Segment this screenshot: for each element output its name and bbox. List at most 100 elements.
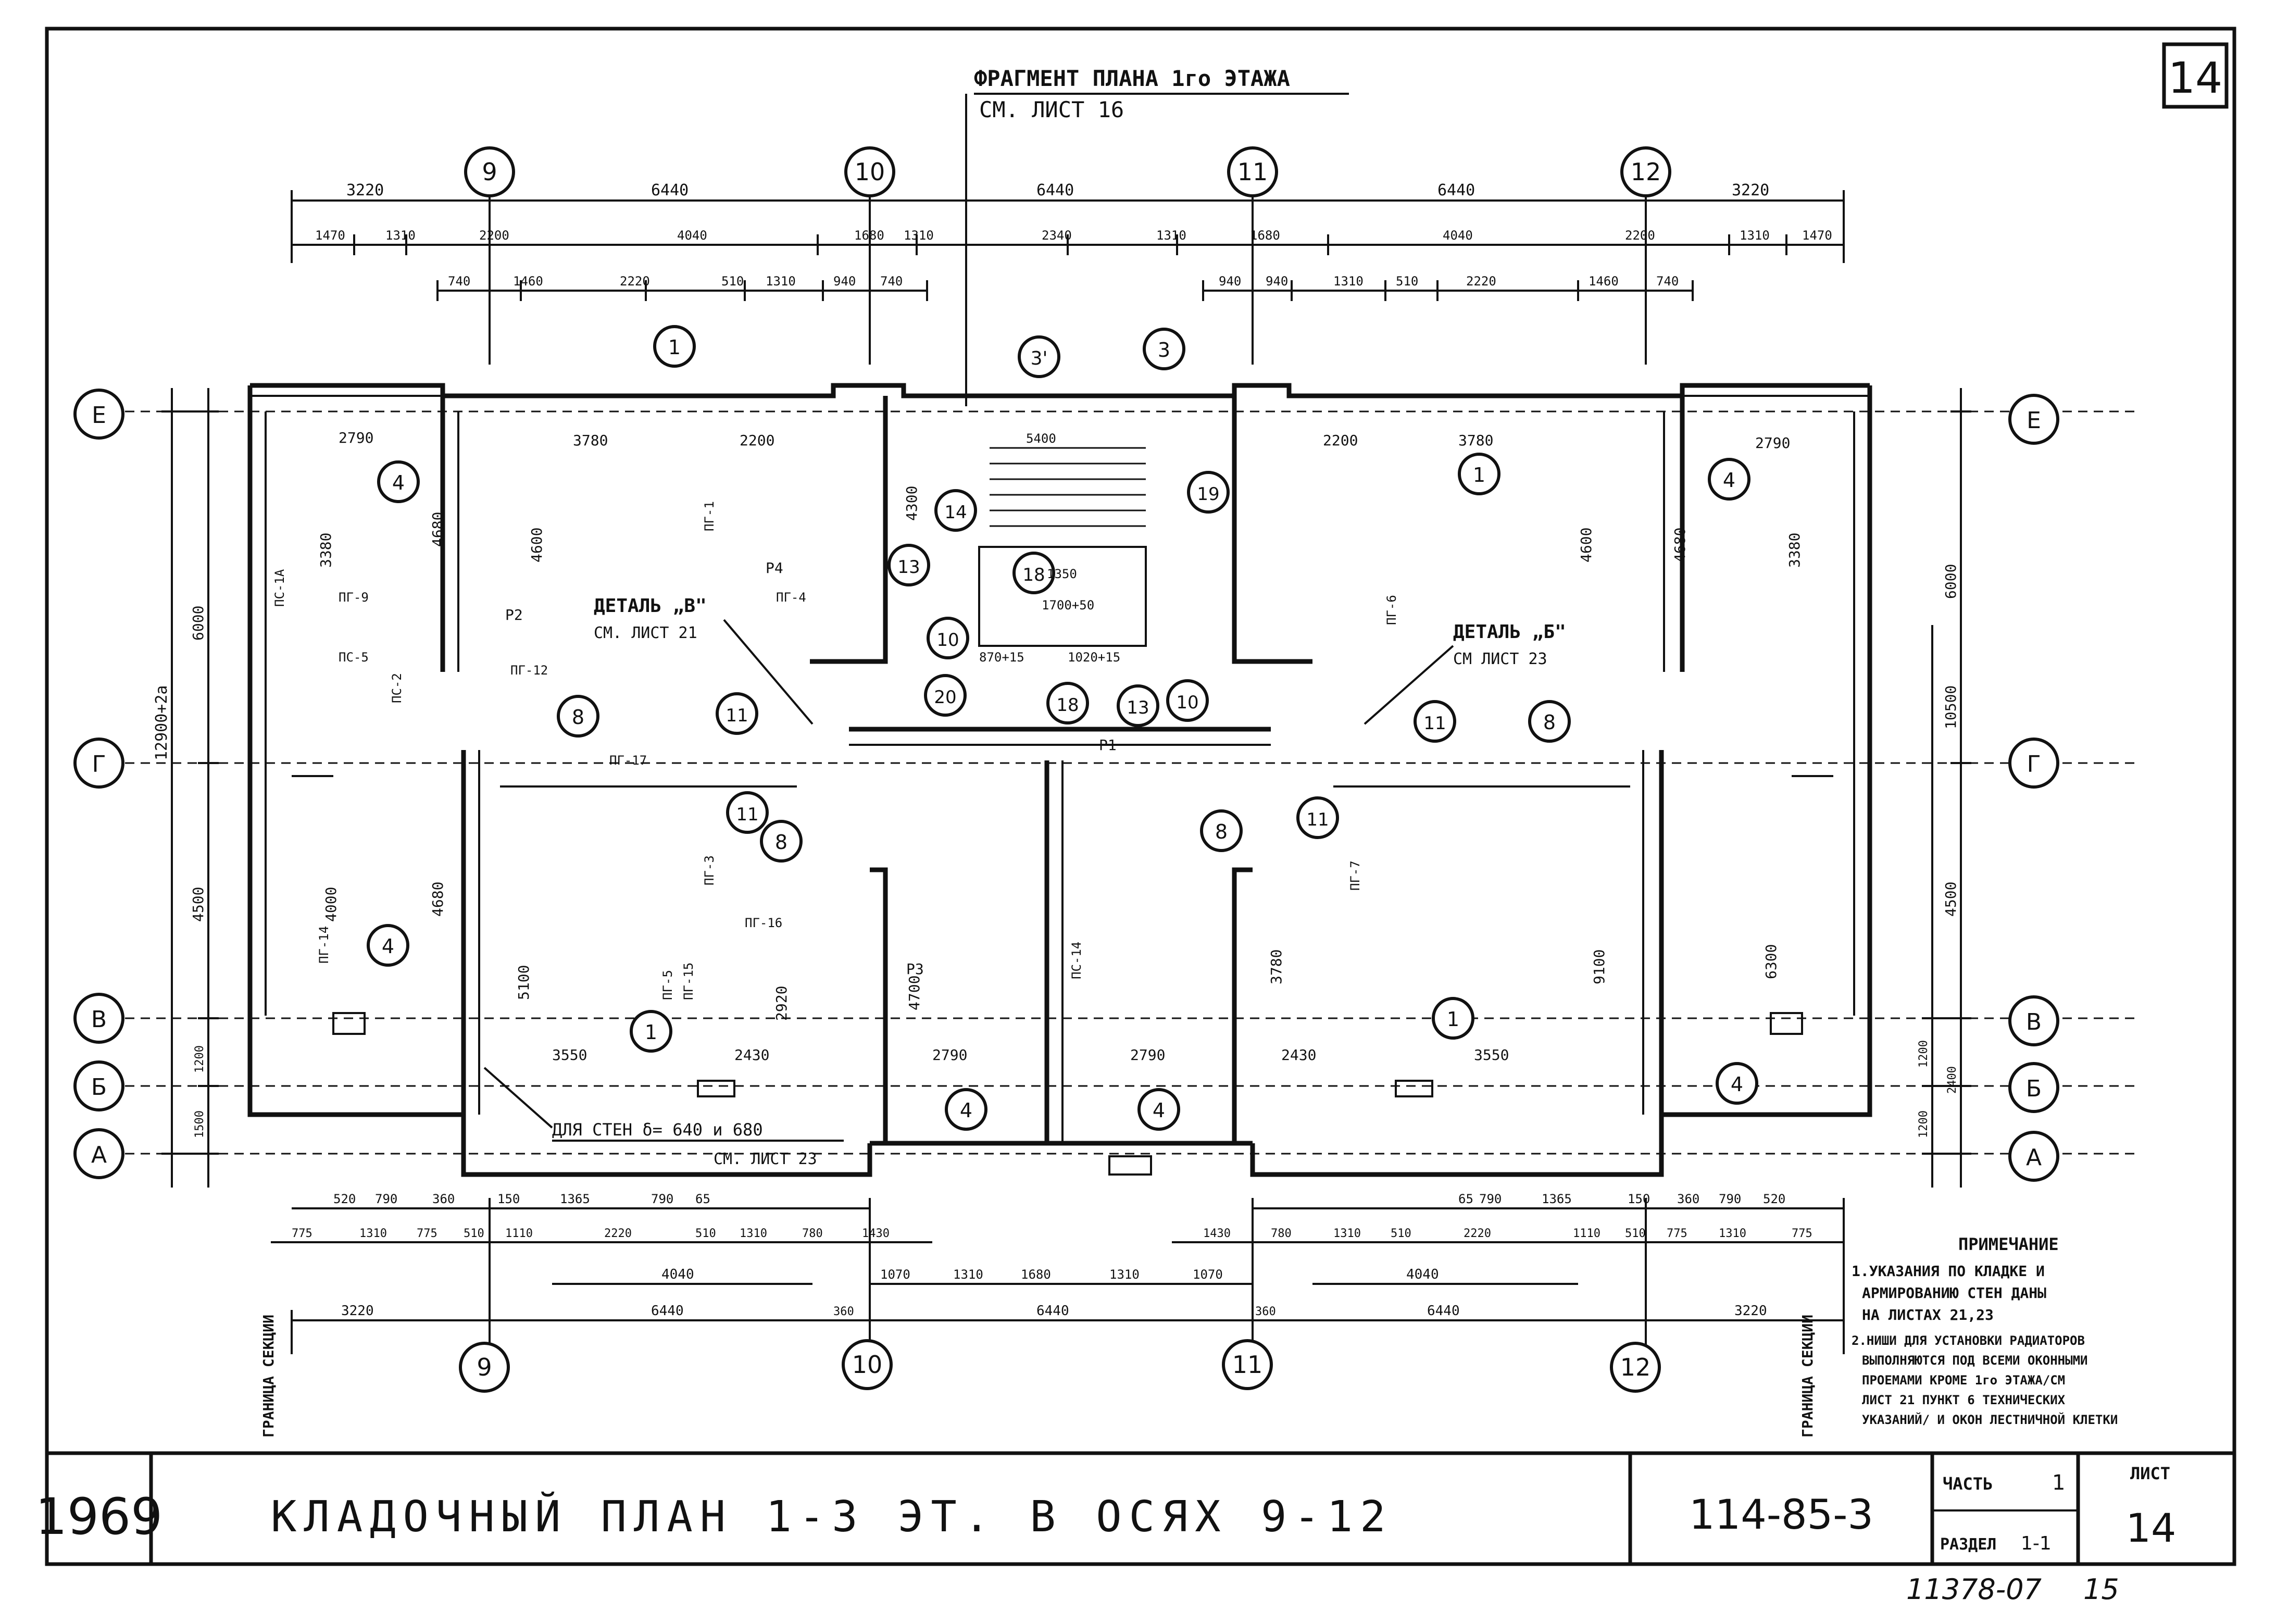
svg-text:Р4: Р4	[766, 559, 783, 577]
svg-text:520: 520	[1763, 1192, 1785, 1206]
svg-text:19: 19	[1197, 484, 1219, 505]
svg-text:6440: 6440	[1437, 181, 1475, 199]
axis-bubble-B-left	[73, 1060, 124, 1111]
svg-text:2790: 2790	[1755, 434, 1790, 452]
svg-text:1350: 1350	[1047, 567, 1077, 581]
axis-bubble-V-right	[2008, 995, 2059, 1046]
svg-text:Р3: Р3	[906, 960, 924, 978]
axis-bubble-12-bottom	[1610, 1342, 1661, 1393]
svg-text:А: А	[91, 1142, 107, 1168]
svg-text:510: 510	[695, 1227, 716, 1240]
svg-text:Р2: Р2	[505, 606, 523, 623]
svg-text:4: 4	[1723, 469, 1735, 492]
axis-bubble-A-left	[73, 1128, 124, 1179]
svg-text:4040: 4040	[661, 1267, 694, 1282]
svg-text:ПГ-6: ПГ-6	[1384, 595, 1399, 625]
svg-text:3380: 3380	[1786, 533, 1803, 568]
svg-text:1: 1	[1447, 1008, 1459, 1031]
svg-text:ВЫПОЛНЯЮТСЯ ПОД ВСЕМИ ОКОННЫМИ: ВЫПОЛНЯЮТСЯ ПОД ВСЕМИ ОКОННЫМИ	[1862, 1353, 2087, 1368]
svg-text:3': 3'	[1031, 348, 1048, 369]
svg-text:11: 11	[1237, 158, 1268, 186]
svg-text:11: 11	[1306, 809, 1329, 830]
axis-bubble-11-top	[1227, 146, 1278, 197]
detail-b-ref: СМ ЛИСТ 23	[1453, 650, 1547, 668]
svg-text:4300: 4300	[903, 486, 920, 521]
svg-text:1680: 1680	[1021, 1267, 1051, 1282]
svg-text:775: 775	[1667, 1227, 1687, 1240]
axis-bubble-E-right	[2008, 394, 2059, 445]
svg-text:4600: 4600	[528, 528, 545, 563]
bottom-dimension-chains: 520 790 360 150 1365 790 65 65 790 1365 …	[271, 1192, 1845, 1354]
svg-text:2220: 2220	[604, 1227, 632, 1240]
svg-text:6440: 6440	[1036, 181, 1074, 199]
notes-block: ПРИМЕЧАНИЕ 1.УКАЗАНИЯ ПО КЛАДКЕ И АРМИРО…	[1852, 1234, 2118, 1427]
axis-bubble-9-top	[464, 146, 515, 197]
svg-text:12: 12	[1631, 158, 1661, 186]
svg-text:Г: Г	[92, 751, 106, 778]
stair-dimensions: 5400 1700+50 1350 870+15 1020+15	[979, 431, 1120, 665]
svg-text:740: 740	[448, 274, 470, 289]
svg-text:775: 775	[1792, 1227, 1812, 1240]
svg-text:2220: 2220	[620, 274, 650, 289]
svg-text:780: 780	[802, 1227, 823, 1240]
svg-text:1365: 1365	[1542, 1192, 1572, 1206]
svg-text:6000: 6000	[190, 606, 207, 641]
svg-text:2340: 2340	[1042, 228, 1072, 243]
svg-text:2200: 2200	[740, 432, 774, 449]
svg-text:1200: 1200	[1917, 1110, 1930, 1138]
svg-text:ПРОЕМАМИ КРОМЕ 1го ЭТАЖА/СМ: ПРОЕМАМИ КРОМЕ 1го ЭТАЖА/СМ	[1862, 1373, 2065, 1388]
svg-text:1110: 1110	[1573, 1227, 1600, 1240]
svg-text:Б: Б	[2026, 1076, 2042, 1102]
svg-text:775: 775	[292, 1227, 312, 1240]
svg-text:2790: 2790	[1130, 1046, 1165, 1064]
doc-code: 114-85-3	[1689, 1492, 1873, 1539]
svg-text:1200: 1200	[193, 1045, 206, 1073]
svg-text:1310: 1310	[740, 1227, 767, 1240]
svg-text:ПГ-1: ПГ-1	[702, 501, 717, 531]
svg-text:4: 4	[1153, 1099, 1165, 1122]
svg-text:4040: 4040	[1406, 1267, 1439, 1282]
svg-text:ПС-2: ПС-2	[390, 673, 404, 703]
top-dimension-chains: 3220 6440 6440 6440 3220 1470 1310 2200 …	[291, 181, 1845, 365]
svg-text:360: 360	[432, 1192, 455, 1206]
axis-bubble-11-bottom	[1222, 1339, 1273, 1390]
svg-text:1: 1	[668, 336, 681, 359]
wall-note-leader	[483, 1067, 553, 1129]
axis-bubble-B-right	[2008, 1062, 2059, 1113]
svg-text:13: 13	[897, 557, 920, 578]
svg-text:10: 10	[852, 1351, 883, 1379]
svg-text:4: 4	[392, 471, 405, 494]
svg-text:1110: 1110	[505, 1227, 533, 1240]
axis-bubble-9-bottom	[459, 1342, 510, 1393]
svg-text:14: 14	[944, 502, 967, 523]
svg-text:Г: Г	[2027, 751, 2041, 778]
svg-text:65: 65	[695, 1192, 710, 1206]
svg-text:13: 13	[1127, 697, 1149, 718]
svg-text:790: 790	[1479, 1192, 1502, 1206]
svg-text:520: 520	[333, 1192, 356, 1206]
svg-text:ПГ-16: ПГ-16	[745, 916, 782, 930]
svg-text:18: 18	[1056, 695, 1079, 716]
section-border-left: ГРАНИЦА СЕКЦИИ	[260, 1315, 277, 1438]
svg-text:ПС-1А: ПС-1А	[272, 569, 287, 607]
fragment-ref: СМ. ЛИСТ 16	[979, 97, 1124, 122]
svg-text:1310: 1310	[904, 228, 934, 243]
svg-text:1020+15: 1020+15	[1068, 650, 1120, 665]
svg-text:Е: Е	[92, 402, 106, 429]
svg-text:2200: 2200	[1625, 228, 1655, 243]
svg-text:4000: 4000	[322, 887, 340, 922]
title-block: 1969 КЛАДОЧНЫЙ ПЛАН 1-3 ЭТ. В ОСЯХ 9-12 …	[35, 1451, 2234, 1564]
svg-text:4500: 4500	[1942, 882, 1959, 917]
svg-text:3550: 3550	[552, 1046, 587, 1064]
svg-text:150: 150	[497, 1192, 520, 1206]
svg-text:1: 1	[645, 1021, 657, 1044]
svg-text:6440: 6440	[651, 1303, 684, 1319]
svg-text:510: 510	[1391, 1227, 1411, 1240]
svg-text:1460: 1460	[513, 274, 543, 289]
svg-text:510: 510	[1625, 1227, 1646, 1240]
svg-text:4500: 4500	[190, 887, 207, 922]
svg-text:1310: 1310	[1719, 1227, 1746, 1240]
svg-text:5100: 5100	[515, 965, 532, 1000]
svg-text:775: 775	[417, 1227, 437, 1240]
svg-text:4040: 4040	[677, 228, 707, 243]
